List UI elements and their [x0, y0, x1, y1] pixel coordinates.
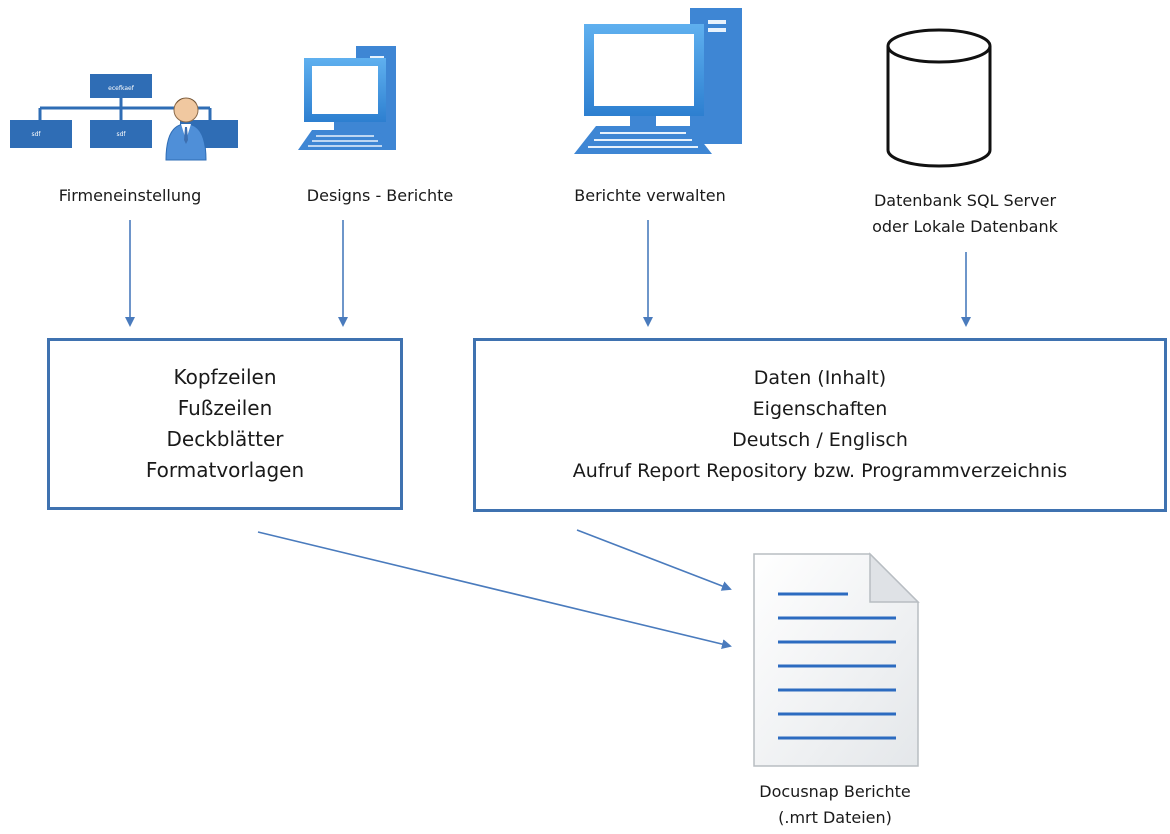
org-chart-middle-label: sdf: [116, 131, 126, 138]
right-box-line: Aufruf Report Repository bzw. Programmve…: [572, 460, 1068, 482]
right-box-line: Deutsch / Englisch: [732, 429, 908, 451]
desktop-computer-icon: [574, 8, 742, 154]
caption-firmeneinstellung: Firmeneinstellung: [58, 186, 202, 205]
org-chart-top-label: ecefkaef: [108, 85, 135, 92]
arrow-right-box-to-document: [576, 529, 732, 591]
database-icon: [886, 28, 992, 168]
left-content-box: Kopfzeilen Fußzeilen Deckblätter Formatv…: [47, 338, 403, 510]
desktop-computer-icon: [298, 46, 396, 150]
caption-datenbank-line2: oder Lokale Datenbank: [872, 217, 1058, 236]
left-box-line: Formatvorlagen: [145, 458, 305, 482]
caption-berichte-verwalten: Berichte verwalten: [574, 186, 726, 205]
org-chart-user-icon: ecefkaef sdf sdf: [10, 74, 238, 161]
right-box-line: Daten (Inhalt): [753, 367, 887, 389]
caption-output-line2: (.mrt Dateien): [778, 808, 892, 827]
left-box-line: Fußzeilen: [177, 396, 273, 420]
left-box-line: Deckblätter: [166, 427, 284, 451]
right-box-line: Eigenschaften: [752, 398, 888, 420]
caption-designs-berichte: Designs - Berichte: [306, 186, 454, 205]
right-content-box: Daten (Inhalt) Eigenschaften Deutsch / E…: [473, 338, 1167, 512]
caption-output-line1: Docusnap Berichte: [759, 782, 911, 801]
left-box-line: Kopfzeilen: [173, 365, 277, 389]
arrow-left-box-to-document: [257, 531, 732, 649]
document-icon: [753, 552, 920, 767]
caption-datenbank-line1: Datenbank SQL Server: [873, 191, 1057, 210]
org-chart-left-label: sdf: [31, 131, 41, 138]
